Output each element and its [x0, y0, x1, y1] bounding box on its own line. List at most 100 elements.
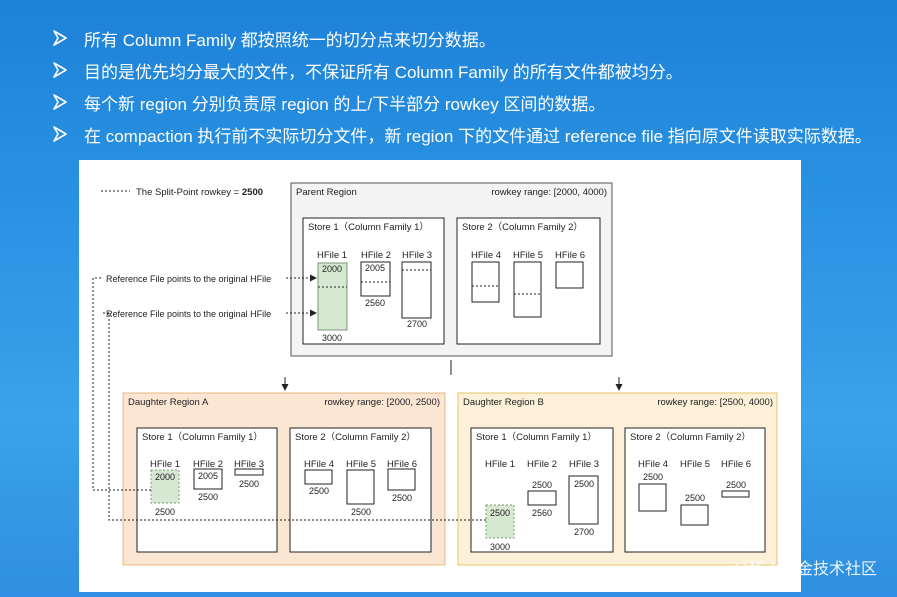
reference-pointer-b [103, 309, 486, 521]
daughter-b-store-1: Store 1（Column Family 1） HFile 1 HFile 2… [470, 427, 614, 553]
reference-file-box [304, 469, 333, 485]
rowkey-value: 2700 [574, 527, 594, 537]
store-title: Store 1（Column Family 1） [308, 221, 429, 233]
rowkey-value: 2560 [365, 298, 385, 308]
hfile-label: HFile 2 [361, 250, 391, 261]
hfile-box [555, 261, 584, 289]
rowkey-value: 2005 [365, 263, 385, 273]
legend-label: The Split-Point rowkey = 2500 [136, 187, 263, 198]
reference-file-box [193, 468, 223, 490]
rowkey-value: 2500 [198, 492, 218, 502]
rowkey-value: 2500 [155, 507, 175, 517]
reference-file-box [346, 469, 375, 505]
bullet-text: 目的是优先均分最大的文件，不保证所有 Column Family 的所有文件都被… [84, 62, 683, 82]
bullet-item: 所有 Column Family 都按照统一的切分点来切分数据。 [52, 22, 897, 54]
region-range: rowkey range: [2000, 2500) [324, 397, 440, 408]
daughter-a-store-1: Store 1（Column Family 1） HFile 1 HFile 2… [136, 427, 278, 553]
rowkey-value: 2500 [532, 480, 552, 490]
diagram-canvas: The Split-Point rowkey = 2500 Reference … [92, 182, 778, 566]
reference-file-box [527, 490, 557, 506]
reference-file-box [638, 483, 667, 512]
hfile-label: HFile 3 [569, 459, 599, 470]
bullet-text: 在 compaction 执行前不实际切分文件，新 region 下的文件通过 … [84, 126, 872, 146]
hfile-label: HFile 2 [193, 459, 223, 470]
store-title: Store 2（Column Family 2） [295, 431, 416, 443]
rowkey-value: 2000 [322, 264, 342, 274]
bullet-list: 所有 Column Family 都按照统一的切分点来切分数据。 目的是优先均分… [52, 22, 897, 150]
region-title: Parent Region [296, 187, 357, 198]
reference-note-1: Reference File points to the original HF… [106, 274, 271, 284]
rowkey-value: 2700 [407, 319, 427, 329]
hfile-label: HFile 6 [555, 250, 585, 261]
hfile-label: HFile 6 [387, 459, 417, 470]
rowkey-value: 2500 [574, 479, 594, 489]
arrow-bullet-icon [53, 94, 67, 110]
rowkey-value: 2500 [309, 486, 329, 496]
rowkey-value: 2500 [351, 507, 371, 517]
hfile-box [513, 261, 542, 318]
hfile-label: HFile 1 [485, 459, 515, 470]
rowkey-value: 3000 [322, 333, 342, 343]
rowkey-value: 3000 [490, 542, 510, 552]
rowkey-value: 2000 [155, 472, 175, 482]
rowkey-value: 2500 [643, 472, 663, 482]
hfile-label: HFile 4 [638, 459, 668, 470]
rowkey-value: 2005 [198, 471, 218, 481]
daughter-b-store-2: Store 2（Column Family 2） HFile 4 HFile 5… [624, 427, 766, 553]
parent-store-2: Store 2（Column Family 2） HFile 4 HFile 5… [456, 217, 601, 345]
hfile-label: HFile 4 [471, 250, 501, 261]
hfile-label: HFile 1 [150, 459, 180, 470]
reference-file-box [234, 468, 264, 476]
rowkey-value: 2500 [239, 479, 259, 489]
hfile-box [471, 261, 500, 303]
arrow-bullet-icon [53, 126, 67, 142]
store-title: Store 1（Column Family 1） [142, 431, 263, 443]
reference-file-box [485, 504, 515, 539]
parent-store-1: Store 1（Column Family 1） HFile 1 HFile 2… [302, 217, 445, 345]
region-range: rowkey range: [2000, 4000) [491, 187, 607, 198]
reference-pointer-a [92, 274, 317, 491]
hfile-label: HFile 5 [680, 459, 710, 470]
reference-file-box [568, 475, 599, 525]
daughter-region-a: Daughter Region A rowkey range: [2000, 2… [122, 392, 446, 566]
rowkey-value: 2500 [392, 493, 412, 503]
hfile-label: HFile 3 [234, 459, 264, 470]
daughter-a-store-2: Store 2（Column Family 2） HFile 4 HFile 5… [289, 427, 432, 553]
reference-file-box [721, 490, 750, 498]
rowkey-value: 2560 [532, 508, 552, 518]
hfile-label: HFile 6 [721, 459, 751, 470]
rowkey-value: 2500 [490, 508, 510, 518]
region-title: Daughter Region B [463, 397, 544, 408]
store-title: Store 1（Column Family 1） [476, 431, 597, 443]
hfile-label: HFile 4 [304, 459, 334, 470]
arrow-bullet-icon [53, 62, 67, 78]
hfile-label: HFile 5 [346, 459, 376, 470]
region-title: Daughter Region A [128, 397, 209, 408]
hfile-box [317, 262, 348, 331]
daughter-region-b: Daughter Region B rowkey range: [2500, 4… [457, 392, 778, 566]
region-split-diagram: The Split-Point rowkey = 2500 Reference … [79, 160, 801, 592]
hfile-label: HFile 3 [402, 250, 432, 261]
parent-region: Parent Region rowkey range: [2000, 4000)… [290, 182, 613, 357]
hfile-label: HFile 5 [513, 250, 543, 261]
reference-file-box [680, 504, 709, 526]
rowkey-value: 2500 [685, 493, 705, 503]
reference-note-2: Reference File points to the original HF… [106, 309, 271, 319]
reference-file-box [150, 469, 180, 504]
arrow-bullet-icon [53, 30, 67, 46]
hfile-box [401, 261, 432, 319]
bullet-item: 在 compaction 执行前不实际切分文件，新 region 下的文件通过 … [52, 118, 897, 150]
bullet-text: 所有 Column Family 都按照统一的切分点来切分数据。 [84, 30, 496, 50]
region-range: rowkey range: [2500, 4000) [657, 397, 773, 408]
hfile-box [360, 261, 391, 297]
store-title: Store 2（Column Family 2） [630, 431, 751, 443]
watermark: @稀土掘金技术社区 [732, 561, 877, 578]
hfile-label: HFile 2 [527, 459, 557, 470]
bullet-text: 每个新 region 分别负责原 region 的上/下半部分 rowkey 区… [84, 94, 606, 114]
hfile-label: HFile 1 [317, 250, 347, 261]
rowkey-value: 2500 [726, 480, 746, 490]
store-title: Store 2（Column Family 2） [462, 221, 583, 233]
bullet-item: 每个新 region 分别负责原 region 的上/下半部分 rowkey 区… [52, 86, 897, 118]
reference-file-box [387, 468, 416, 491]
bullet-item: 目的是优先均分最大的文件，不保证所有 Column Family 的所有文件都被… [52, 54, 897, 86]
